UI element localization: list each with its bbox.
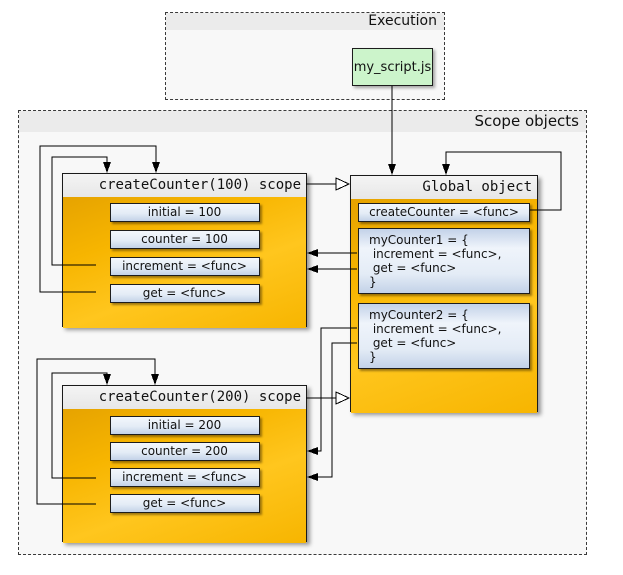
scope-200-body: initial = 200 counter = 200 increment = … xyxy=(63,409,306,543)
scope-200-box: createCounter(200) scope initial = 200 c… xyxy=(62,385,307,543)
my-counter2-line: } xyxy=(369,350,377,364)
var-increment-100: increment = <func> xyxy=(109,257,260,276)
scope-objects-title: Scope objects xyxy=(474,112,579,130)
execution-frame-header: Execution xyxy=(166,13,444,30)
scope-100-body: initial = 100 counter = 100 increment = … xyxy=(63,197,306,328)
my-counter1-node: myCounter1 = { increment = <func>, get =… xyxy=(358,228,530,294)
my-script-label: my_script.js xyxy=(353,59,432,75)
my-counter2-line: increment = <func>, xyxy=(369,322,502,336)
var-counter-100: counter = 100 xyxy=(109,230,260,249)
my-counter2-line: myCounter2 = { xyxy=(369,308,469,322)
var-initial-200: initial = 200 xyxy=(109,416,260,435)
my-counter1-line: increment = <func>, xyxy=(369,247,502,261)
scope-200-header: createCounter(200) scope xyxy=(63,386,306,409)
global-object-header: Global object xyxy=(351,176,537,199)
var-get-200: get = <func> xyxy=(109,494,260,513)
my-counter2-line: get = <func> xyxy=(369,336,457,350)
my-counter2-node: myCounter2 = { increment = <func>, get =… xyxy=(358,303,530,369)
global-object-box: Global object createCounter = <func> myC… xyxy=(350,175,538,413)
var-get-100: get = <func> xyxy=(109,284,260,303)
var-increment-200: increment = <func> xyxy=(109,468,260,487)
execution-title: Execution xyxy=(368,13,437,29)
my-counter1-line: get = <func> xyxy=(369,261,457,275)
scope-objects-frame-header: Scope objects xyxy=(19,111,586,132)
var-create-counter: createCounter = <func> xyxy=(358,203,530,222)
my-counter1-line: } xyxy=(369,275,377,289)
var-initial-100: initial = 100 xyxy=(109,203,260,222)
scope-100-header: createCounter(100) scope xyxy=(63,174,306,197)
scope-100-box: createCounter(100) scope initial = 100 c… xyxy=(62,173,307,328)
my-counter1-line: myCounter1 = { xyxy=(369,233,469,247)
execution-frame: Execution my_script.js xyxy=(165,12,445,100)
var-counter-200: counter = 200 xyxy=(109,442,260,461)
global-object-body: createCounter = <func> myCounter1 = { in… xyxy=(351,199,537,413)
my-script-node: my_script.js xyxy=(352,48,433,86)
